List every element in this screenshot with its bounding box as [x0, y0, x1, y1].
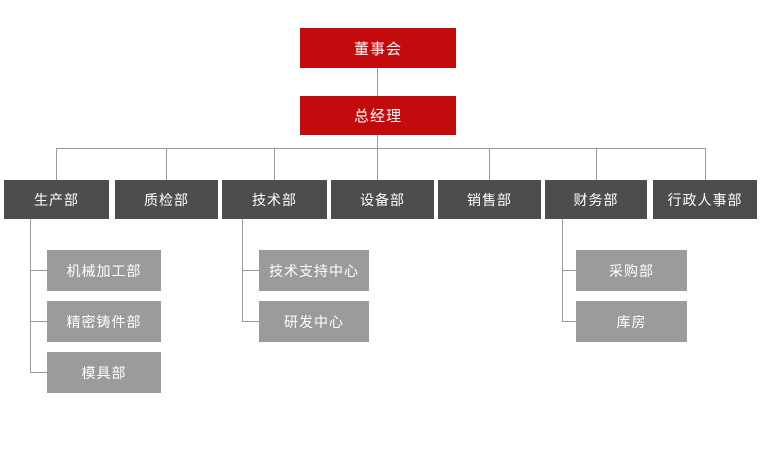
- connector-drop-admin-hr: [705, 148, 706, 180]
- connector-branch-warehouse: [562, 321, 576, 322]
- org-node-sales-dept: 销售部: [438, 180, 541, 219]
- connector-branch-mold: [30, 372, 47, 373]
- org-node-finance-dept: 财务部: [545, 180, 647, 219]
- connector-branch-precision-casting: [30, 321, 47, 322]
- org-node-rnd-center: 研发中心: [259, 301, 369, 342]
- connector-drop-production: [56, 148, 57, 180]
- connector-gm-to-equipment: [377, 135, 378, 180]
- connector-branch-tech-support: [242, 270, 259, 271]
- connector-distributor: [56, 148, 706, 149]
- connector-drop-quality: [166, 148, 167, 180]
- org-node-purchasing-dept: 采购部: [576, 250, 687, 291]
- connector-branch-machining: [30, 270, 47, 271]
- org-node-tech-support-center: 技术支持中心: [259, 250, 369, 291]
- org-node-mold-dept: 模具部: [47, 352, 161, 393]
- connector-drop-technology: [274, 148, 275, 180]
- org-node-warehouse: 库房: [576, 301, 687, 342]
- org-node-precision-casting-dept: 精密铸件部: [47, 301, 161, 342]
- org-node-board-of-directors: 董事会: [300, 28, 456, 68]
- connector-drop-finance: [596, 148, 597, 180]
- connector-drop-sales: [489, 148, 490, 180]
- org-node-production-dept: 生产部: [4, 180, 109, 219]
- org-node-general-manager: 总经理: [300, 96, 456, 135]
- org-node-admin-hr-dept: 行政人事部: [653, 180, 757, 219]
- org-node-technology-dept: 技术部: [222, 180, 327, 219]
- connector-production-spine: [30, 219, 31, 373]
- org-node-quality-inspection-dept: 质检部: [115, 180, 218, 219]
- org-node-machining-dept: 机械加工部: [47, 250, 161, 291]
- connector-branch-purchasing: [562, 270, 576, 271]
- connector-board-to-gm: [377, 68, 378, 96]
- connector-branch-rnd: [242, 321, 259, 322]
- org-node-equipment-dept: 设备部: [331, 180, 434, 219]
